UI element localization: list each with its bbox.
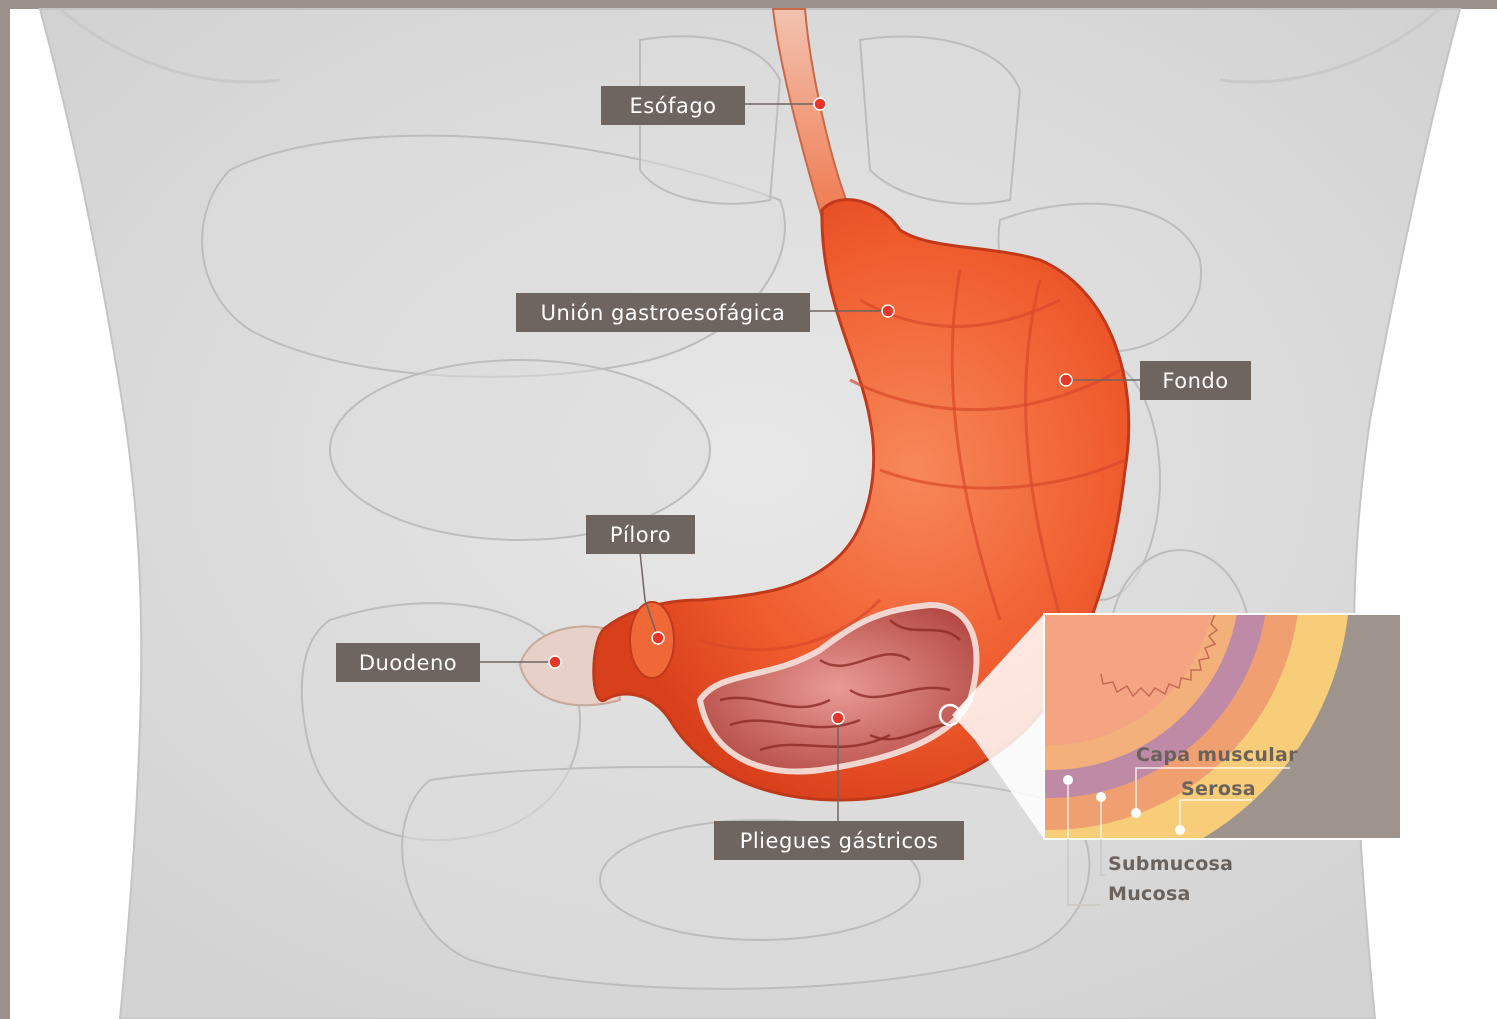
layer-label-submucosa: Submucosa <box>1108 853 1233 875</box>
layer-label-mucosa: Mucosa <box>1108 883 1191 905</box>
marker-esofago <box>814 98 826 110</box>
marker-pliegues <box>832 712 844 724</box>
label-union-gastroesofagica: Unión gastroesofágica <box>516 293 810 332</box>
layer-label-capa-muscular: Capa muscular <box>1136 744 1298 766</box>
label-pliegues-gastricos: Pliegues gástricos <box>714 821 964 860</box>
label-piloro: Píloro <box>586 515 695 554</box>
marker-duodeno <box>549 656 561 668</box>
layer-label-serosa: Serosa <box>1181 778 1256 800</box>
marker-union <box>882 305 894 317</box>
label-duodeno: Duodeno <box>336 643 480 682</box>
label-esofago: Esófago <box>601 86 745 125</box>
label-fondo: Fondo <box>1140 361 1251 400</box>
marker-piloro <box>652 632 664 644</box>
marker-fondo <box>1060 374 1072 386</box>
